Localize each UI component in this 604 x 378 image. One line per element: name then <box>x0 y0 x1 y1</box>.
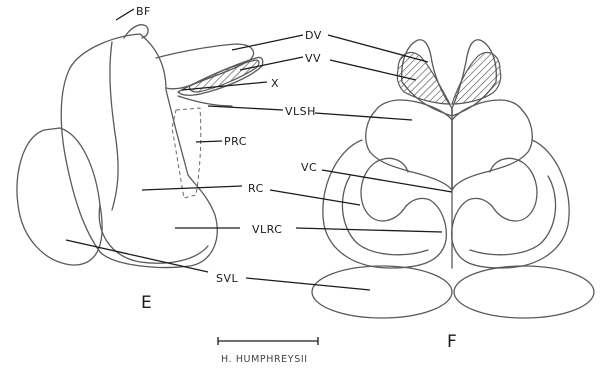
right-outer-loop-f <box>470 176 556 255</box>
panel-label-e: E <box>141 293 152 313</box>
left-outer-loop-f <box>342 176 428 255</box>
svl-lobe-left-f <box>312 266 452 318</box>
label-x: X <box>271 77 279 90</box>
label-vlrc: VLRC <box>252 223 282 236</box>
label-svl: SVL <box>216 272 239 285</box>
right-lobe-f <box>452 140 569 268</box>
leader-lines <box>66 9 452 345</box>
label-bf: BF <box>136 5 151 18</box>
leader-prc <box>196 141 222 142</box>
left-shoulder-f <box>366 100 452 190</box>
leader-dv-e <box>232 35 303 50</box>
panel-f-drawing <box>312 40 594 318</box>
label-prc: PRC <box>224 135 247 148</box>
label-vv: VV <box>305 52 321 65</box>
leader-vlsh-f <box>315 113 412 120</box>
leader-vlsh-e <box>208 106 283 110</box>
leader-rc-e <box>142 186 242 190</box>
svl-lobe-right-f <box>454 266 594 318</box>
label-vc: VC <box>301 161 317 174</box>
svl-lobe-e <box>17 128 102 265</box>
leader-svl-e <box>66 240 208 272</box>
species-caption: H. HUMPHREYSII <box>221 354 308 365</box>
leader-vlrc-f <box>296 228 442 232</box>
left-inner-loop-f <box>361 158 408 221</box>
vlrc-lobe-e <box>99 205 208 263</box>
right-valve-hatch-f <box>452 52 501 104</box>
label-rc: RC <box>248 182 264 195</box>
right-shoulder-f <box>452 100 532 190</box>
label-dv: DV <box>305 29 322 42</box>
leader-vc <box>322 170 452 192</box>
panel-label-f: F <box>447 332 457 352</box>
leader-bf <box>116 9 134 20</box>
ventral-sheath-e <box>178 96 232 106</box>
leader-rc-f <box>270 190 360 205</box>
right-inner-loop-f <box>490 158 537 221</box>
inner-fold-e <box>110 42 118 210</box>
label-vlsh: VLSH <box>285 105 316 118</box>
leader-dv-f <box>328 35 428 62</box>
leader-svl-f <box>246 278 370 290</box>
